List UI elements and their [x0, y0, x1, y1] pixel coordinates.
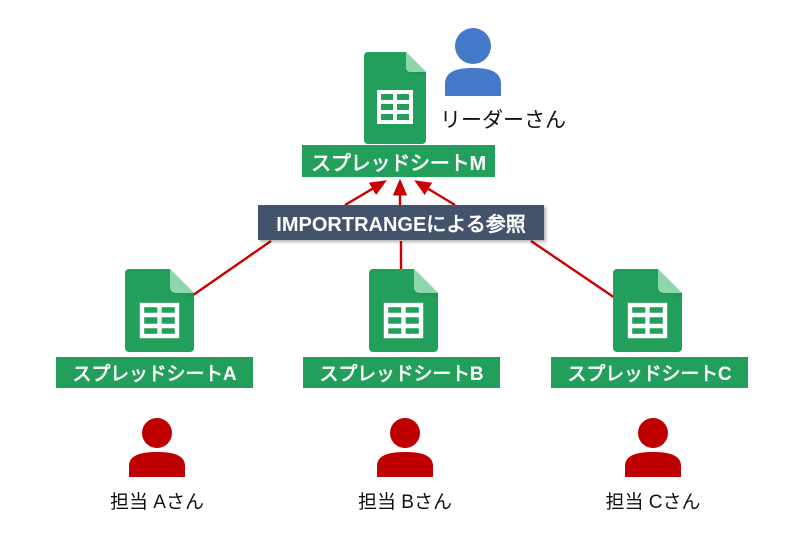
- google-sheets-icon-a[interactable]: [124, 269, 194, 352]
- arrow-right-to-master: [414, 180, 456, 207]
- person-icon-red-c: [622, 417, 684, 477]
- arrow-left-to-master: [344, 180, 387, 207]
- line-banner-to-sheet-a: [185, 240, 272, 301]
- person-icon-blue-leader: [444, 26, 502, 96]
- google-sheets-icon-b[interactable]: [368, 269, 438, 352]
- leader-caption: リーダーさん: [440, 109, 566, 132]
- banner-importrange[interactable]: IMPORTRANGEによる参照: [258, 205, 544, 240]
- chip-spreadsheet-a[interactable]: スプレッドシートA: [56, 357, 253, 388]
- caption-owner-c: 担当 Cさん: [605, 492, 701, 513]
- chip-spreadsheet-b[interactable]: スプレッドシートB: [303, 357, 500, 388]
- google-sheets-icon-c[interactable]: [612, 269, 682, 352]
- chip-spreadsheet-c[interactable]: スプレッドシートC: [551, 357, 748, 388]
- google-sheets-icon-master[interactable]: [364, 52, 426, 144]
- caption-owner-a: 担当 Aさん: [110, 492, 204, 513]
- caption-owner-b: 担当 Bさん: [358, 492, 452, 513]
- chip-spreadsheet-m[interactable]: スプレッドシートM: [302, 145, 495, 177]
- line-banner-to-sheet-c: [530, 240, 619, 301]
- arrows-to-master: [344, 178, 456, 207]
- person-icon-red-b: [374, 417, 436, 477]
- person-icon-red-a: [126, 417, 188, 477]
